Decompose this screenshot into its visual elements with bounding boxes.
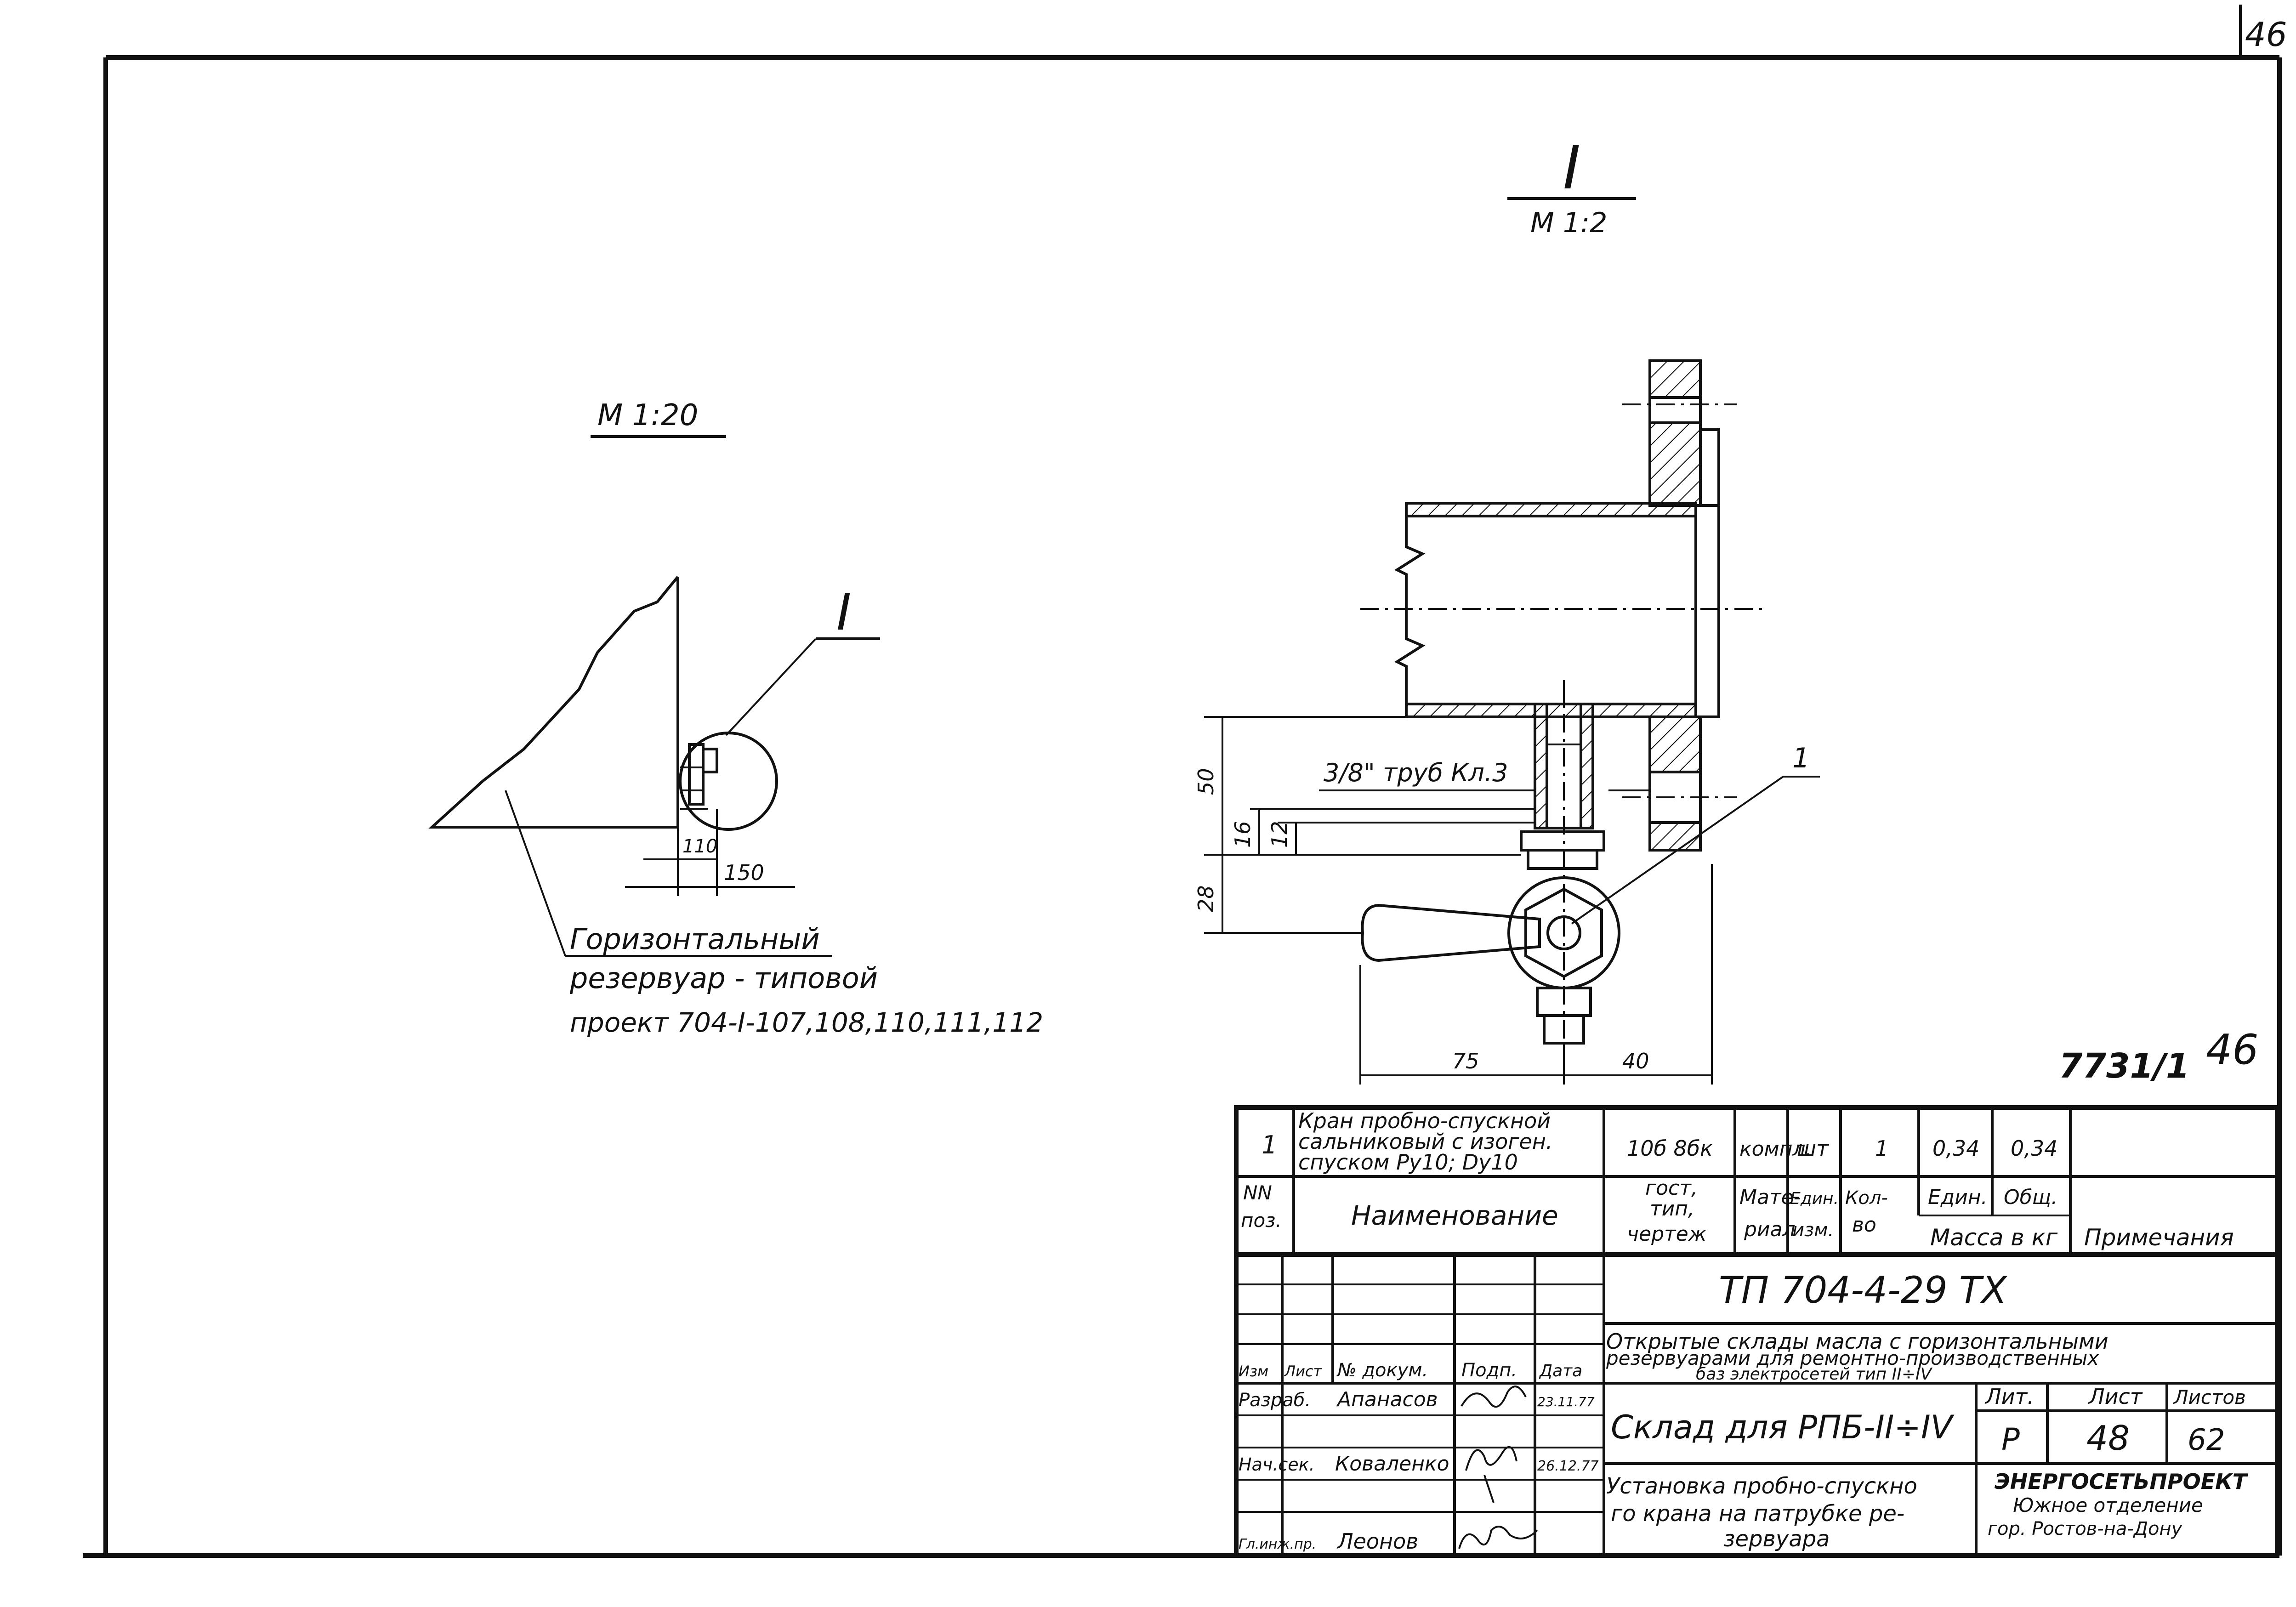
tb-org-l3: гор. Ростов-на-Дону [1988,1518,2183,1539]
tb-lit-label: Лит. [1984,1384,2034,1409]
spec-row1-mass-total: 0,34 [2011,1136,2057,1161]
dim-12: 12 [1267,821,1292,848]
tb-lit-value: Р [2001,1422,2020,1457]
spec-row1-doc: 10б 8бк [1627,1136,1713,1161]
tb-r3-role: Гл.инж.пр. [1239,1536,1316,1552]
spec-hdr-unit-l2: изм. [1792,1220,1834,1241]
tb-project-l2: резервуарами для ремонтно-производственн… [1606,1347,2099,1369]
tank-note-line2: резервуар - типовой [569,961,878,995]
spec-hdr-mass-unit: Един. [1928,1186,1988,1209]
spec-row1-name-l3: спуском Ру10; Dу10 [1298,1150,1518,1175]
tb-r1-name: Апанасов [1336,1388,1438,1411]
tb-drawing-l2: го крана на патрубке ре- [1611,1501,1904,1527]
detail-dimensions: 50 16 12 28 75 40 3/8" труб Кл.3 1 [1193,716,1820,1085]
tb-org-l1: ЭНЕРГОСЕТЬПРОЕКТ [1995,1469,2249,1494]
tb-org-l2: Южное отделение [2013,1494,2203,1516]
spec-hdr-qty-l2: во [1852,1213,1876,1237]
overview-view: М 1:20 I 110 150 Горизонтальный резервуа… [428,398,1043,1038]
tb-r2-name: Коваленко [1335,1452,1449,1476]
tb-sheet-title: Склад для РПБ-II÷IV [1611,1408,1955,1446]
tb-document-code: ТП 704-4-29 ТХ [1719,1269,2008,1312]
tb-sheet-value: 48 [2086,1419,2130,1458]
tb-r2-date: 26.12.77 [1537,1458,1599,1474]
tb-project-l1: Открытые склады масла с горизонтальными [1606,1329,2108,1354]
spec-row1-pos: 1 [1262,1130,1277,1159]
tb-drawing-l3: зервуара [1723,1526,1830,1552]
spec-row1-name-l1: Кран пробно-спускной [1298,1108,1551,1133]
spec-hdr-material-l2: риал [1744,1218,1796,1241]
spec-hdr-doc-l2: тип, [1650,1197,1694,1221]
tb-r1-role: Разраб. [1239,1390,1311,1411]
tb-project-l3: баз электросетей тип II÷IV [1696,1365,1933,1384]
spec-hdr-qty-l1: Кол- [1845,1187,1888,1209]
spec-row1-name-l2: сальниковый с изоген. [1298,1129,1552,1154]
spec-row1-unit: шт [1797,1136,1829,1161]
tb-r2-role: Нач.сек. [1239,1454,1315,1475]
dim-50: 50 [1193,768,1218,795]
tb-sheets-label: Листов [2173,1386,2246,1408]
overview-scale: М 1:20 [597,398,698,432]
spec-hdr-note: Примечания [2084,1224,2234,1251]
dim-16: 16 [1230,821,1255,848]
tb-drawing-l1: Установка пробно-спускно [1606,1473,1917,1499]
spec-hdr-mass-group: Масса в кг [1930,1224,2058,1251]
drain-valve [1361,680,1620,1045]
overview-dim-150: 150 [724,860,764,885]
specification-table: 1 Кран пробно-спускной сальниковый с изо… [1234,1105,2279,1257]
spec-hdr-mass-total: Общ. [2004,1186,2057,1209]
thread-label: 3/8" труб Кл.3 [1324,758,1508,787]
spec-hdr-material-l1: Мате- [1739,1186,1801,1209]
detail-title: I М 1:2 [1507,133,1636,239]
spec-hdr-unit-l1: Един. [1790,1189,1839,1208]
spec-row1-qty: 1 [1875,1136,1888,1161]
handwritten-46: 46 [2206,1026,2259,1074]
tank-note-line1: Горизонтальный [570,922,820,956]
tb-hdr-doc: № докум. [1336,1360,1428,1381]
spec-hdr-pos-l2: поз. [1241,1209,1282,1232]
tb-sheets-value: 62 [2188,1423,2225,1457]
tb-r1-date: 23.11.77 [1537,1394,1595,1409]
tank-note-line3: проект 704-I-107,108,110,111,112 [570,1007,1043,1038]
overview-dim-110: 110 [682,836,717,857]
tb-hdr-date: Дата [1539,1362,1582,1380]
tb-hdr-list: Лист [1284,1363,1322,1380]
detail-label: I [1563,133,1580,203]
spec-row1-mass-unit: 0,34 [1932,1136,1979,1161]
dim-40: 40 [1622,1049,1649,1073]
spec-hdr-doc-l1: гост, [1645,1176,1698,1200]
title-block: Изм Лист № докум. Подп. Дата Разраб. Апа… [1234,1252,2279,1558]
tb-r3-name: Леонов [1336,1529,1418,1554]
detail-scale: М 1:2 [1530,207,1607,239]
spec-hdr-doc-l3: чертеж [1627,1222,1707,1246]
tb-hdr-sign: Подп. [1461,1360,1517,1381]
tb-sheet-label: Лист [2088,1384,2143,1409]
tb-hdr-izm: Изм [1239,1363,1268,1380]
dim-75: 75 [1452,1049,1479,1073]
overview-callout-label: I [836,583,851,642]
item-callout-1: 1 [1792,742,1810,774]
spec-hdr-pos-l1: NN [1243,1181,1272,1204]
pipe-nozzle [1360,502,1765,718]
drawing-code-handwritten: 7731/1 [2059,1046,2189,1086]
corner-sheet-number: 46 [2245,15,2287,54]
dim-28: 28 [1193,885,1218,912]
flange [1622,359,1737,852]
spec-row1-material: компл. [1739,1137,1812,1161]
spec-hdr-name: Наименование [1351,1200,1558,1231]
